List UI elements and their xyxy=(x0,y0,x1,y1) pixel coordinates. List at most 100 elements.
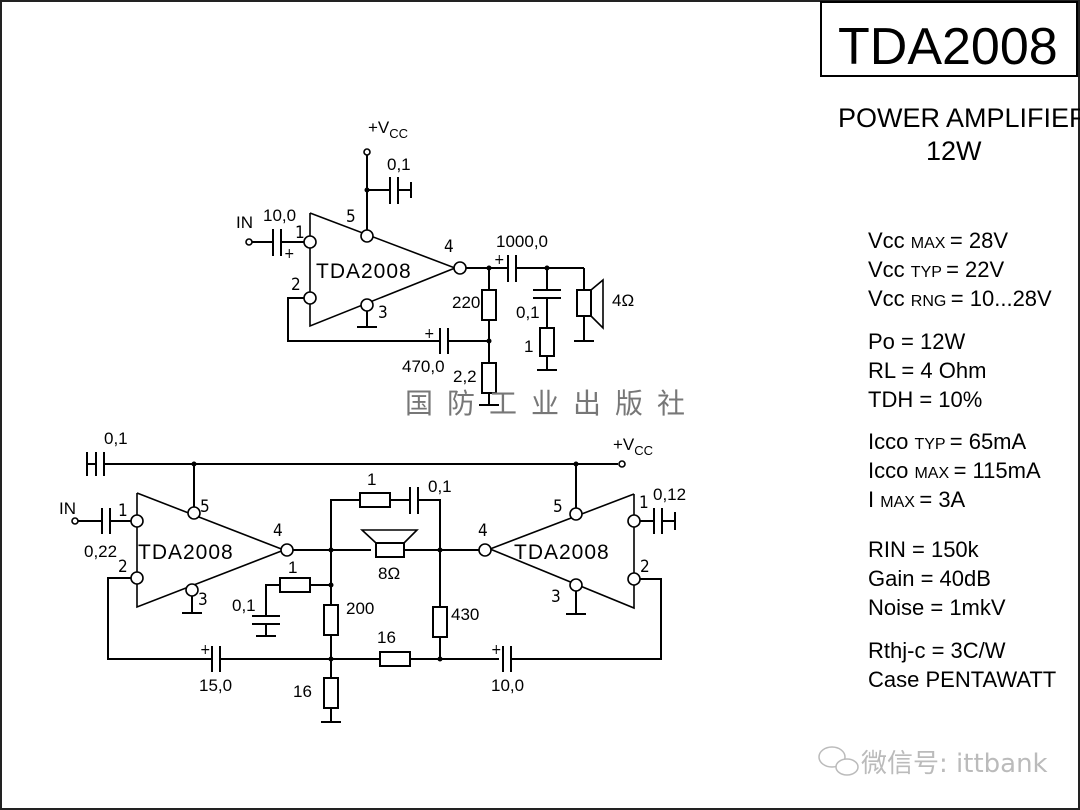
c-out-label-1: 1000,0 xyxy=(496,232,548,251)
pin-3-label-right: 3 xyxy=(551,587,561,607)
r-16-bottom-label: 16 xyxy=(293,682,312,701)
c-pin1-right-label: 0,12 xyxy=(653,485,686,504)
r-200-label: 200 xyxy=(346,599,374,618)
pin-1-left xyxy=(130,514,144,528)
chip-label-1: TDA2008 xyxy=(316,260,412,283)
vcc-terminal-1[interactable] xyxy=(363,148,371,156)
pin-1-label-right: 1 xyxy=(639,493,649,513)
pin-2-label-left: 2 xyxy=(118,557,128,577)
r-16-mid-label: 16 xyxy=(377,628,396,647)
resistor-220-1 xyxy=(481,289,497,321)
chip-label-right: TDA2008 xyxy=(514,541,610,564)
speaker-label-2: 8Ω xyxy=(378,564,400,583)
c-vcc-label-1: 0,1 xyxy=(387,155,411,174)
spec-row: Vcc RNG = 10...28V xyxy=(868,286,1052,311)
plus-sign: + xyxy=(424,326,435,342)
pin-4-label-1: 4 xyxy=(444,237,454,257)
plus-sign: + xyxy=(491,642,502,658)
power-rating: 12W xyxy=(926,136,982,166)
amp-triangle-right xyxy=(487,493,635,610)
pin-4-right xyxy=(478,543,492,557)
speaker-label-1: 4Ω xyxy=(612,291,634,310)
r-2-2-label-1: 2,2 xyxy=(453,367,477,386)
speaker-icon-2 xyxy=(375,542,405,558)
amp-triangle-1 xyxy=(309,212,458,328)
pin-2-right xyxy=(627,572,641,586)
r-220-label-1: 220 xyxy=(452,293,480,312)
pin-1-label-left: 1 xyxy=(118,501,128,521)
pin-5-label-left: 5 xyxy=(200,497,210,517)
spec-row: Vcc MAX = 28V xyxy=(868,228,1008,253)
pin-5-label-right: 5 xyxy=(553,497,563,517)
spec-list: Vcc MAX = 28V Vcc TYP = 22V Vcc RNG = 10..… xyxy=(868,228,1056,692)
spec-row: RL = 4 Ohm xyxy=(868,358,986,383)
spec-row: Gain = 40dB xyxy=(868,566,991,591)
pin-4-1 xyxy=(453,261,467,275)
c-fb-left-label: 15,0 xyxy=(199,676,232,695)
pin-3-left xyxy=(185,583,199,597)
resistor-bridge xyxy=(359,492,391,508)
pin-3-1 xyxy=(360,298,374,312)
spec-row: Case PENTAWATT xyxy=(868,667,1056,692)
pin-1-label-1: 1 xyxy=(295,223,305,243)
plus-sign: + xyxy=(494,252,505,268)
spec-row: TDH = 10% xyxy=(868,387,982,412)
c-fb-right-label: 10,0 xyxy=(491,676,524,695)
resistor-zobel-2 xyxy=(279,577,311,593)
c-fb-label-1: 470,0 xyxy=(402,357,445,376)
c-zobel-label-1: 0,1 xyxy=(516,303,540,322)
c-zobel-label-2: 0,1 xyxy=(232,596,256,615)
pin-2-label-1: 2 xyxy=(291,275,301,295)
circuit-1: TDA2008 +VCC 0,1 5 1 IN + 10,0 2 + 470,0 xyxy=(236,118,634,406)
vcc-label-1: +VCC xyxy=(368,118,408,141)
input-terminal-2[interactable] xyxy=(71,517,79,525)
r-bridge-label: 1 xyxy=(367,470,376,489)
input-label-2: IN xyxy=(59,499,76,518)
plus-sign: + xyxy=(284,246,295,262)
wechat-icon xyxy=(818,746,859,776)
pin-5-left xyxy=(187,506,201,520)
pin-4-label-left: 4 xyxy=(273,521,283,541)
r-zobel-label-1: 1 xyxy=(524,337,533,356)
pin-1-1 xyxy=(303,235,317,249)
r-430-label: 430 xyxy=(451,605,479,624)
wechat-watermark: 微信号: ittbank xyxy=(861,749,1048,779)
plus-sign: + xyxy=(200,642,211,658)
spec-row: Rthj-c = 3C/W xyxy=(868,638,1006,663)
subtitle: POWER AMPLIFIER xyxy=(838,103,1080,133)
pin-4-label-right: 4 xyxy=(478,521,488,541)
c-in-label-1: 10,0 xyxy=(263,206,296,225)
pin-4-left xyxy=(280,543,294,557)
resistor-16-mid xyxy=(379,651,411,667)
c-vcc-label-2: 0,1 xyxy=(104,429,128,448)
pin-3-right xyxy=(569,578,583,592)
r-zobel-label-2: 1 xyxy=(288,558,297,577)
input-terminal-1[interactable] xyxy=(245,238,253,246)
spec-row: Vcc TYP = 22V xyxy=(868,257,1005,282)
spec-row: I MAX = 3A xyxy=(868,487,966,512)
chip-label-left: TDA2008 xyxy=(138,541,234,564)
spec-row: RIN = 150k xyxy=(868,537,980,562)
resistor-430 xyxy=(432,606,448,638)
pin-3-label-left: 3 xyxy=(198,590,208,610)
publisher-watermark: 国防工业出版社 xyxy=(405,387,699,420)
speaker-icon-1 xyxy=(576,289,592,317)
circuit-2: +VCC 0,1 TDA2008 5 1 IN 0,22 2 + 15,0 3 … xyxy=(59,429,686,723)
pin-2-label-right: 2 xyxy=(640,557,650,577)
c-bridge-label: 0,1 xyxy=(428,477,452,496)
spec-row: Po = 12W xyxy=(868,329,965,354)
input-label-1: IN xyxy=(236,213,253,232)
pin-2-1 xyxy=(303,291,317,305)
pin-2-left xyxy=(130,571,144,585)
spec-row: Icco TYP = 65mA xyxy=(868,429,1027,454)
resistor-16-bottom xyxy=(323,677,339,709)
pin-5-right xyxy=(569,507,583,521)
spec-row: Icco MAX = 115mA xyxy=(868,458,1041,483)
resistor-zobel-1 xyxy=(539,327,555,357)
amp-triangle-left xyxy=(136,492,287,609)
chip-title: TDA2008 xyxy=(838,18,1058,76)
vcc-terminal-2[interactable] xyxy=(618,460,626,468)
spec-row: Noise = 1mkV xyxy=(868,595,1006,620)
